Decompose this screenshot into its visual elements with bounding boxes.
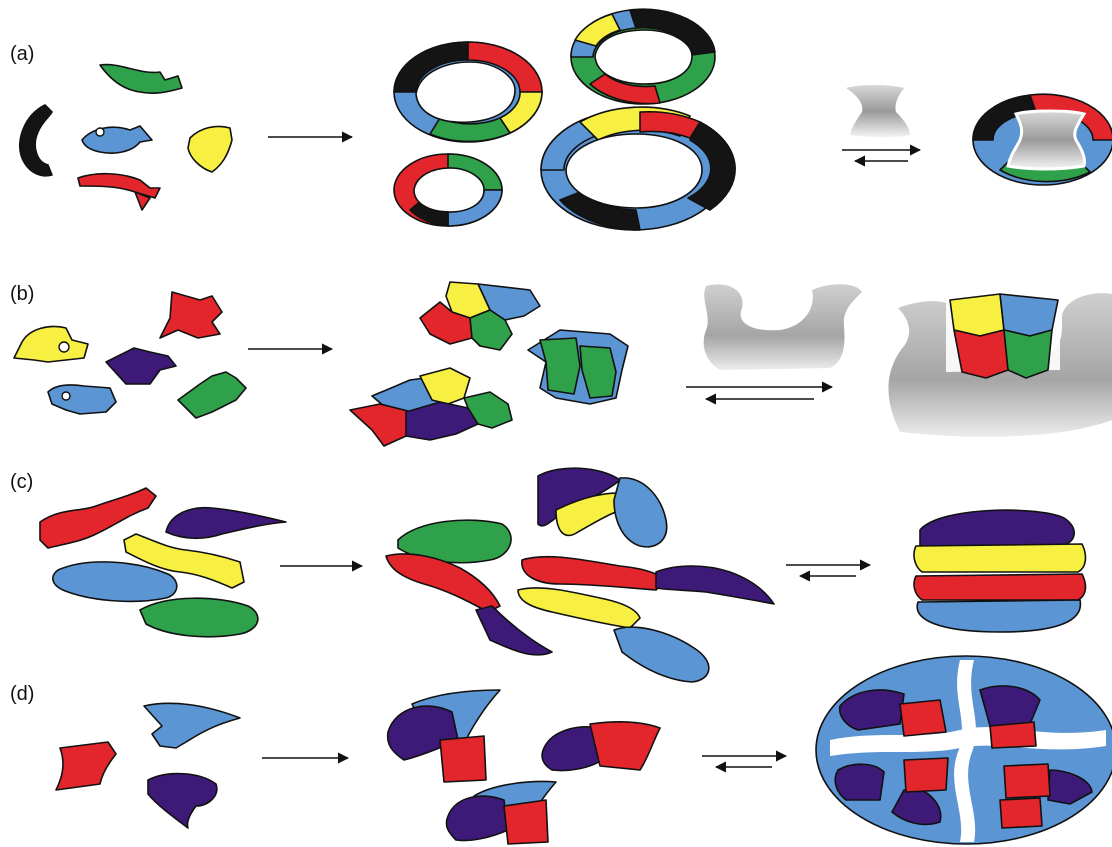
- row-label-b: (b): [10, 283, 34, 305]
- red-piece: [56, 742, 116, 790]
- row-a: (a): [10, 9, 1112, 230]
- row-d-complex: [816, 656, 1112, 844]
- blue-piece: [144, 703, 240, 748]
- row-c-free-pieces: [40, 488, 286, 637]
- green-oval-piece: [140, 598, 258, 637]
- blue-piece: [48, 385, 116, 414]
- yellow-piece: [188, 126, 232, 172]
- purple-hook-piece: [166, 508, 286, 539]
- row-a-equilibrium-arrows: [842, 150, 920, 161]
- row-d-equilibrium-arrows: [702, 756, 786, 767]
- gray-template-a: [846, 85, 910, 137]
- purple-piece: [148, 774, 217, 828]
- green-piece: [100, 65, 182, 94]
- ring-3: [394, 154, 502, 226]
- red-arc-piece: [78, 174, 160, 198]
- ring-1: [394, 42, 542, 142]
- row-c-complex: [914, 510, 1085, 632]
- row-b: (b): [10, 282, 1112, 446]
- purple-piece: [106, 348, 176, 384]
- row-b-complex: [888, 292, 1112, 437]
- gray-template-b: [704, 284, 862, 370]
- yellow-piece-notch: [59, 342, 69, 352]
- row-a-complex: [973, 94, 1112, 185]
- row-c-assembled: [386, 468, 774, 682]
- black-arc-piece: [20, 105, 52, 176]
- row-a-free-pieces: [20, 65, 232, 210]
- row-d-assembled: [388, 690, 660, 844]
- row-a-assembled-rings: [394, 9, 735, 230]
- row-c-equilibrium-arrows: [786, 565, 870, 576]
- ring-2: [571, 9, 715, 104]
- blue-piece: [82, 126, 152, 153]
- blue-piece-notch: [96, 128, 104, 136]
- row-b-equilibrium-arrows: [686, 387, 832, 399]
- row-d-free-pieces: [56, 703, 240, 828]
- row-label-a: (a): [10, 43, 34, 65]
- ring-4: [541, 107, 735, 230]
- row-label-d: (d): [10, 683, 34, 705]
- yellow-piece: [14, 327, 88, 362]
- red-piece: [160, 292, 222, 338]
- row-label-c: (c): [10, 471, 33, 493]
- row-c: (c): [10, 468, 1085, 682]
- green-piece: [178, 372, 246, 418]
- row-d: (d): [10, 656, 1112, 844]
- row-b-free-pieces: [14, 292, 246, 418]
- blue-oval-piece: [53, 562, 177, 601]
- blue-piece-notch: [62, 392, 70, 400]
- row-b-assembled: [350, 282, 628, 446]
